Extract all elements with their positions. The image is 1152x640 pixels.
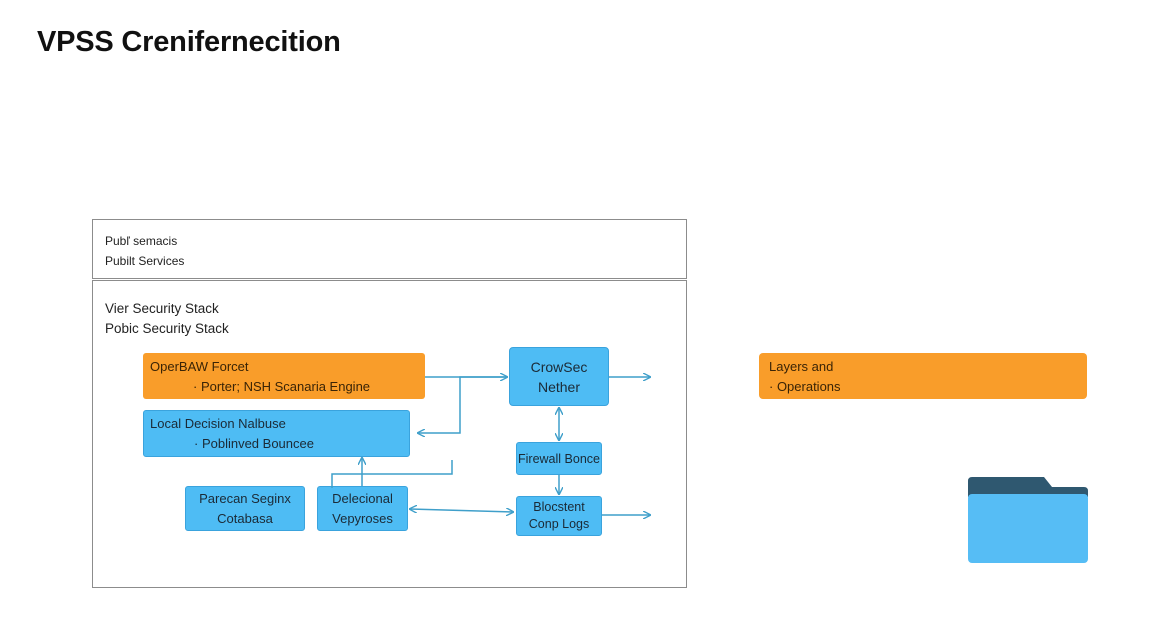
local-decision-bullet: · Poblinved Bouncee [194,436,314,451]
arrow-crowdsec-to-local [418,376,507,433]
panel-heading: Vier Security Stack [105,301,219,316]
local-decision-title: Local Decision Nalbuse [150,416,286,431]
local-decision-box: Local Decision Nalbuse · Poblinved Bounc… [143,410,410,457]
decisional-sublabel: Vepyroses [332,510,393,526]
layers-operations-box: Layers and · Operations [759,353,1087,399]
openwaf-box: OperBAW Forcet · Porter; NSH Scanaria En… [143,353,425,399]
openwaf-bullet: · Porter; NSH Scanaria Engine [193,379,371,394]
feedback-connector [331,460,453,488]
decisional-label: Delecional [332,490,393,506]
panel-label: Pubľ semacis [105,234,178,248]
parser-database-box: Parecan Seginx Cotabasa [185,486,305,531]
public-services-panel: Pubľ semacis Pubilt Services [92,219,687,279]
blocklist-logs-box: Blocstent Conp Logs [516,496,602,536]
panel-heading: Pobic Security Stack [105,321,229,336]
folder-icon [968,477,1088,563]
layers-bullet: · Operations [769,379,841,394]
crowdsec-box: CrowSec Nether [509,347,609,406]
firewall-bouncer-box: Firewall Bonce [516,442,602,475]
parser-label: Parecan Seginx [199,490,291,506]
crowdsec-label: CrowSec [530,358,588,375]
firewall-bouncer-label: Firewall Bonce [518,451,600,466]
openwaf-title: OperBAW Forcet [150,359,249,374]
diagram-title: VPSS Crenifernecition [37,26,341,58]
decisional-box: Delecional Vepyroses [317,486,408,531]
arrow-decisional-blocklist [410,509,513,512]
logs-label: Conp Logs [528,517,590,531]
database-label: Cotabasa [217,510,273,526]
blocklist-label: Blocstent [533,500,585,514]
panel-label: Pubilt Services [105,254,185,268]
layers-title: Layers and [769,359,834,374]
crowdsec-sublabel: Nether [537,378,581,395]
